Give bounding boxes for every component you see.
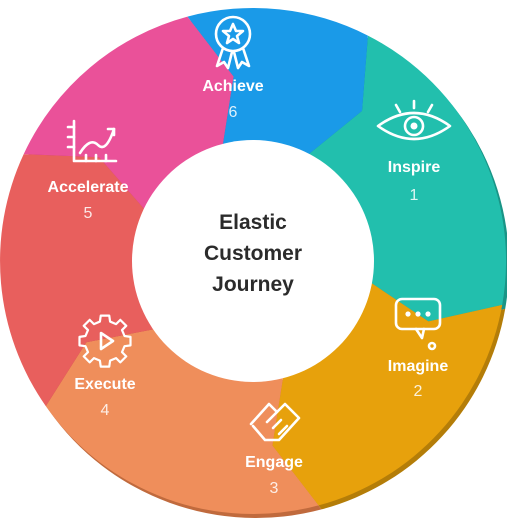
- stage-label-accelerate: Accelerate: [48, 179, 129, 196]
- stage-number-imagine: 2: [414, 383, 423, 400]
- segment-inspire: [306, 35, 507, 322]
- segment-accelerate: [23, 16, 234, 212]
- stage-achieve: Achieve 6: [202, 15, 264, 121]
- stage-accelerate: Accelerate 5: [48, 119, 129, 222]
- stage-label-execute: Execute: [74, 376, 135, 393]
- segment-engage: [45, 328, 319, 515]
- stage-number-accelerate: 5: [84, 205, 93, 222]
- growth-chart-icon: [66, 119, 118, 163]
- gear-play-icon: [78, 314, 132, 368]
- stage-number-inspire: 1: [410, 187, 419, 204]
- eye-icon: [376, 99, 452, 141]
- stage-number-achieve: 6: [229, 104, 238, 121]
- stage-label-imagine: Imagine: [388, 358, 449, 375]
- segment-achieve: [187, 7, 368, 156]
- handshake-icon: [249, 402, 301, 442]
- chat-bubble-icon: [394, 297, 442, 351]
- stage-label-inspire: Inspire: [388, 159, 441, 176]
- segment-execute: [0, 154, 157, 407]
- stage-execute: Execute 4: [74, 314, 136, 419]
- stage-number-engage: 3: [270, 480, 279, 497]
- center-title-line-2: Customer: [204, 242, 302, 265]
- stage-label-engage: Engage: [245, 454, 303, 471]
- stage-label-achieve: Achieve: [202, 78, 263, 95]
- award-ribbon-icon: [214, 15, 252, 70]
- stage-number-execute: 4: [101, 402, 110, 419]
- center-circle: [132, 140, 374, 382]
- segment-imagine: [272, 281, 503, 506]
- stage-imagine: Imagine 2: [388, 297, 449, 400]
- stage-inspire: Inspire 1: [376, 99, 452, 204]
- center-title-line-3: Journey: [212, 273, 294, 296]
- stage-engage: Engage 3: [245, 402, 303, 497]
- center-title-line-1: Elastic: [219, 211, 287, 234]
